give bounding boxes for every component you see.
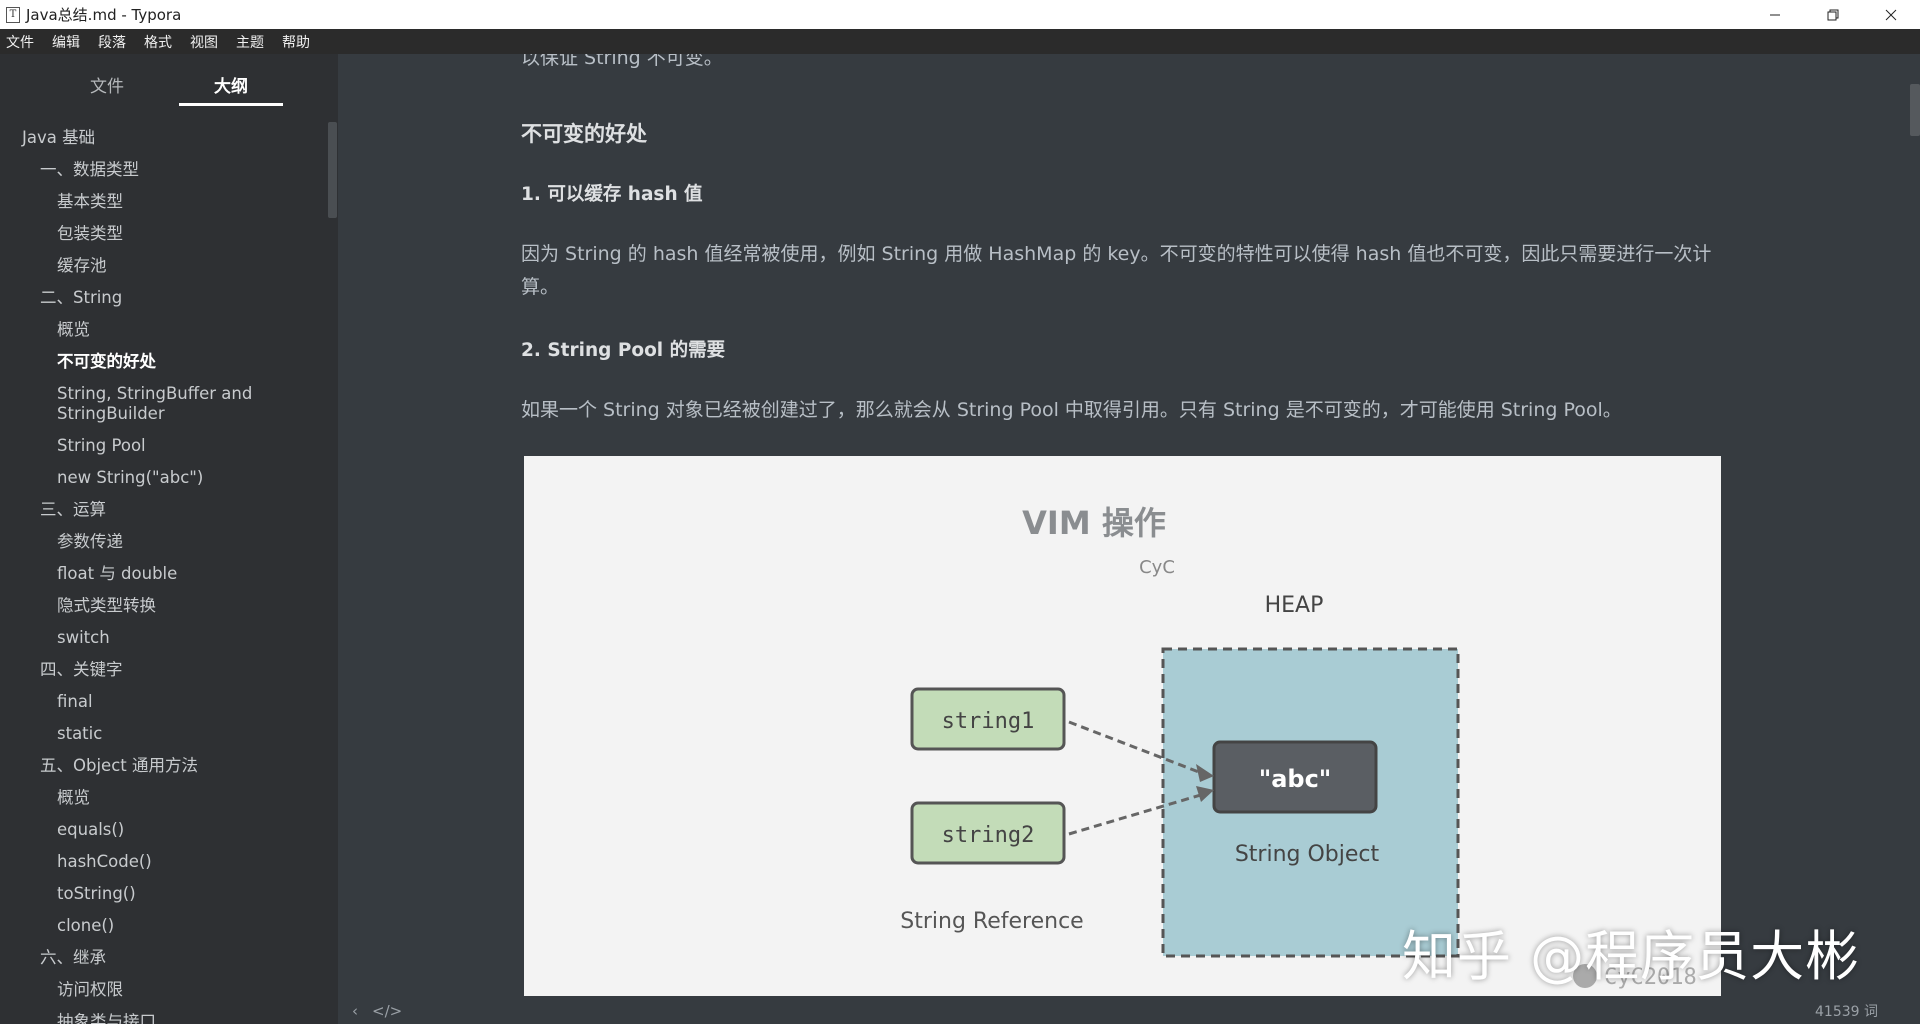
minimize-button[interactable]: [1746, 0, 1804, 29]
outline-item[interactable]: 不可变的好处: [57, 352, 156, 371]
outline-item[interactable]: new String("abc"): [57, 468, 204, 487]
outline-item[interactable]: String, StringBuffer and StringBuilder: [57, 384, 253, 423]
abc-object-box: [1212, 740, 1378, 814]
outline-item[interactable]: equals(): [57, 820, 125, 839]
source-code-mode-icon[interactable]: </>: [372, 1002, 403, 1020]
heading-string-pool: 2. String Pool 的需要: [521, 340, 726, 361]
outline-item[interactable]: 二、String: [40, 288, 123, 307]
outline-item[interactable]: 六、继承: [40, 948, 106, 967]
arrow-string2: [1068, 792, 1205, 836]
sidebar-tabs: 文件 大纲: [0, 54, 338, 116]
status-bar: ‹ </> 41539 词: [338, 998, 1920, 1024]
outline-item[interactable]: 基本类型: [57, 192, 123, 211]
outline-item[interactable]: 抽象类与接口: [57, 1012, 156, 1024]
string-pool-figure: VIM 操作 CyC HEAP string1 string2 String R…: [524, 456, 1721, 996]
abc-object-value: "abc": [1259, 765, 1332, 793]
outline-item[interactable]: 四、关键字: [40, 660, 123, 679]
heading-cache-hash: 1. 可以缓存 hash 值: [521, 184, 703, 205]
restore-button[interactable]: [1804, 0, 1862, 29]
heap-label: HEAP: [1265, 593, 1324, 618]
menu-file[interactable]: 文件: [6, 34, 34, 51]
github-icon: [1573, 964, 1597, 988]
window-title: Java总结.md - Typora: [26, 6, 182, 24]
figure-title: VIM 操作: [1022, 504, 1166, 542]
outline-item[interactable]: 五、Object 通用方法: [40, 756, 198, 775]
outline-item[interactable]: String Pool: [57, 436, 146, 455]
arrow-string2-head: [1196, 786, 1214, 802]
menu-help[interactable]: 帮助: [282, 34, 310, 51]
close-icon: [1885, 9, 1897, 20]
window-controls: [1746, 0, 1920, 29]
paragraph-hash: 因为 String 的 hash 值经常被使用，例如 String 用做 Has…: [521, 243, 1712, 298]
arrow-string1-head: [1196, 764, 1214, 782]
menu-bar: 文件 编辑 段落 格式 视图 主题 帮助: [0, 29, 1920, 54]
outline-item[interactable]: 概览: [57, 788, 90, 807]
figure-credit: CyC2018: [1604, 965, 1697, 990]
menu-paragraph[interactable]: 段落: [98, 34, 126, 51]
menu-theme[interactable]: 主题: [236, 34, 264, 51]
arrow-string1: [1068, 720, 1205, 776]
sidebar: 文件 大纲 Java 基础一、数据类型基本类型包装类型缓存池二、String 概览…: [0, 54, 338, 1024]
sidebar-scrollbar[interactable]: [328, 122, 337, 218]
outline-item[interactable]: Java 基础: [22, 128, 96, 147]
outline-item[interactable]: clone(): [57, 916, 115, 935]
typora-app-icon: T: [6, 6, 20, 23]
outline-item[interactable]: 缓存池: [57, 256, 107, 275]
menu-format[interactable]: 格式: [144, 34, 172, 51]
menu-view[interactable]: 视图: [190, 34, 218, 51]
outline-item[interactable]: 包装类型: [57, 224, 123, 243]
outline-item[interactable]: toString(): [57, 884, 136, 903]
string1-box: [910, 687, 1066, 751]
tab-files[interactable]: 文件: [90, 77, 124, 97]
minimize-icon: [1770, 14, 1780, 15]
heading-benefits: 不可变的好处: [521, 122, 647, 146]
zhihu-watermark: 知乎 @程序员大彬: [1402, 925, 1861, 988]
toggle-sidebar-icon[interactable]: ‹: [352, 1002, 358, 1020]
outline-item[interactable]: 隐式类型转换: [57, 596, 156, 615]
string2-box: [910, 801, 1066, 865]
string1-label: string1: [942, 709, 1035, 734]
paragraph-pool: 如果一个 String 对象已经被创建过了，那么就会从 String Pool …: [521, 399, 1622, 421]
outline-item[interactable]: switch: [57, 628, 110, 647]
outline-item[interactable]: 一、数据类型: [40, 160, 139, 179]
close-button[interactable]: [1862, 0, 1920, 29]
menu-edit[interactable]: 编辑: [52, 34, 80, 51]
word-count[interactable]: 41539 词: [1815, 1004, 1878, 1020]
paragraph-immutable-end: 以保证 String 不可变。: [521, 54, 723, 69]
outline-item[interactable]: float 与 double: [57, 564, 178, 583]
outline-item[interactable]: 概览: [57, 320, 90, 339]
outline-item[interactable]: 访问权限: [57, 980, 123, 999]
outline-item[interactable]: static: [57, 724, 103, 743]
outline-item[interactable]: 三、运算: [40, 500, 106, 519]
editor-area: 以保证 String 不可变。 不可变的好处 1. 可以缓存 hash 值 因为…: [338, 54, 1920, 998]
outline-item[interactable]: hashCode(): [57, 852, 152, 871]
outline-item[interactable]: final: [57, 692, 93, 711]
outline-item[interactable]: 参数传递: [57, 532, 123, 551]
string2-label: string2: [942, 823, 1035, 848]
editor-scrollbar[interactable]: [1910, 84, 1920, 136]
string-object-label: String Object: [1235, 842, 1380, 867]
figure-subtitle: CyC: [1139, 557, 1175, 578]
string-reference-label: String Reference: [900, 909, 1083, 934]
title-bar: T Java总结.md - Typora: [0, 0, 1920, 29]
tab-outline[interactable]: 大纲: [179, 72, 283, 106]
restore-icon: [1827, 9, 1839, 20]
